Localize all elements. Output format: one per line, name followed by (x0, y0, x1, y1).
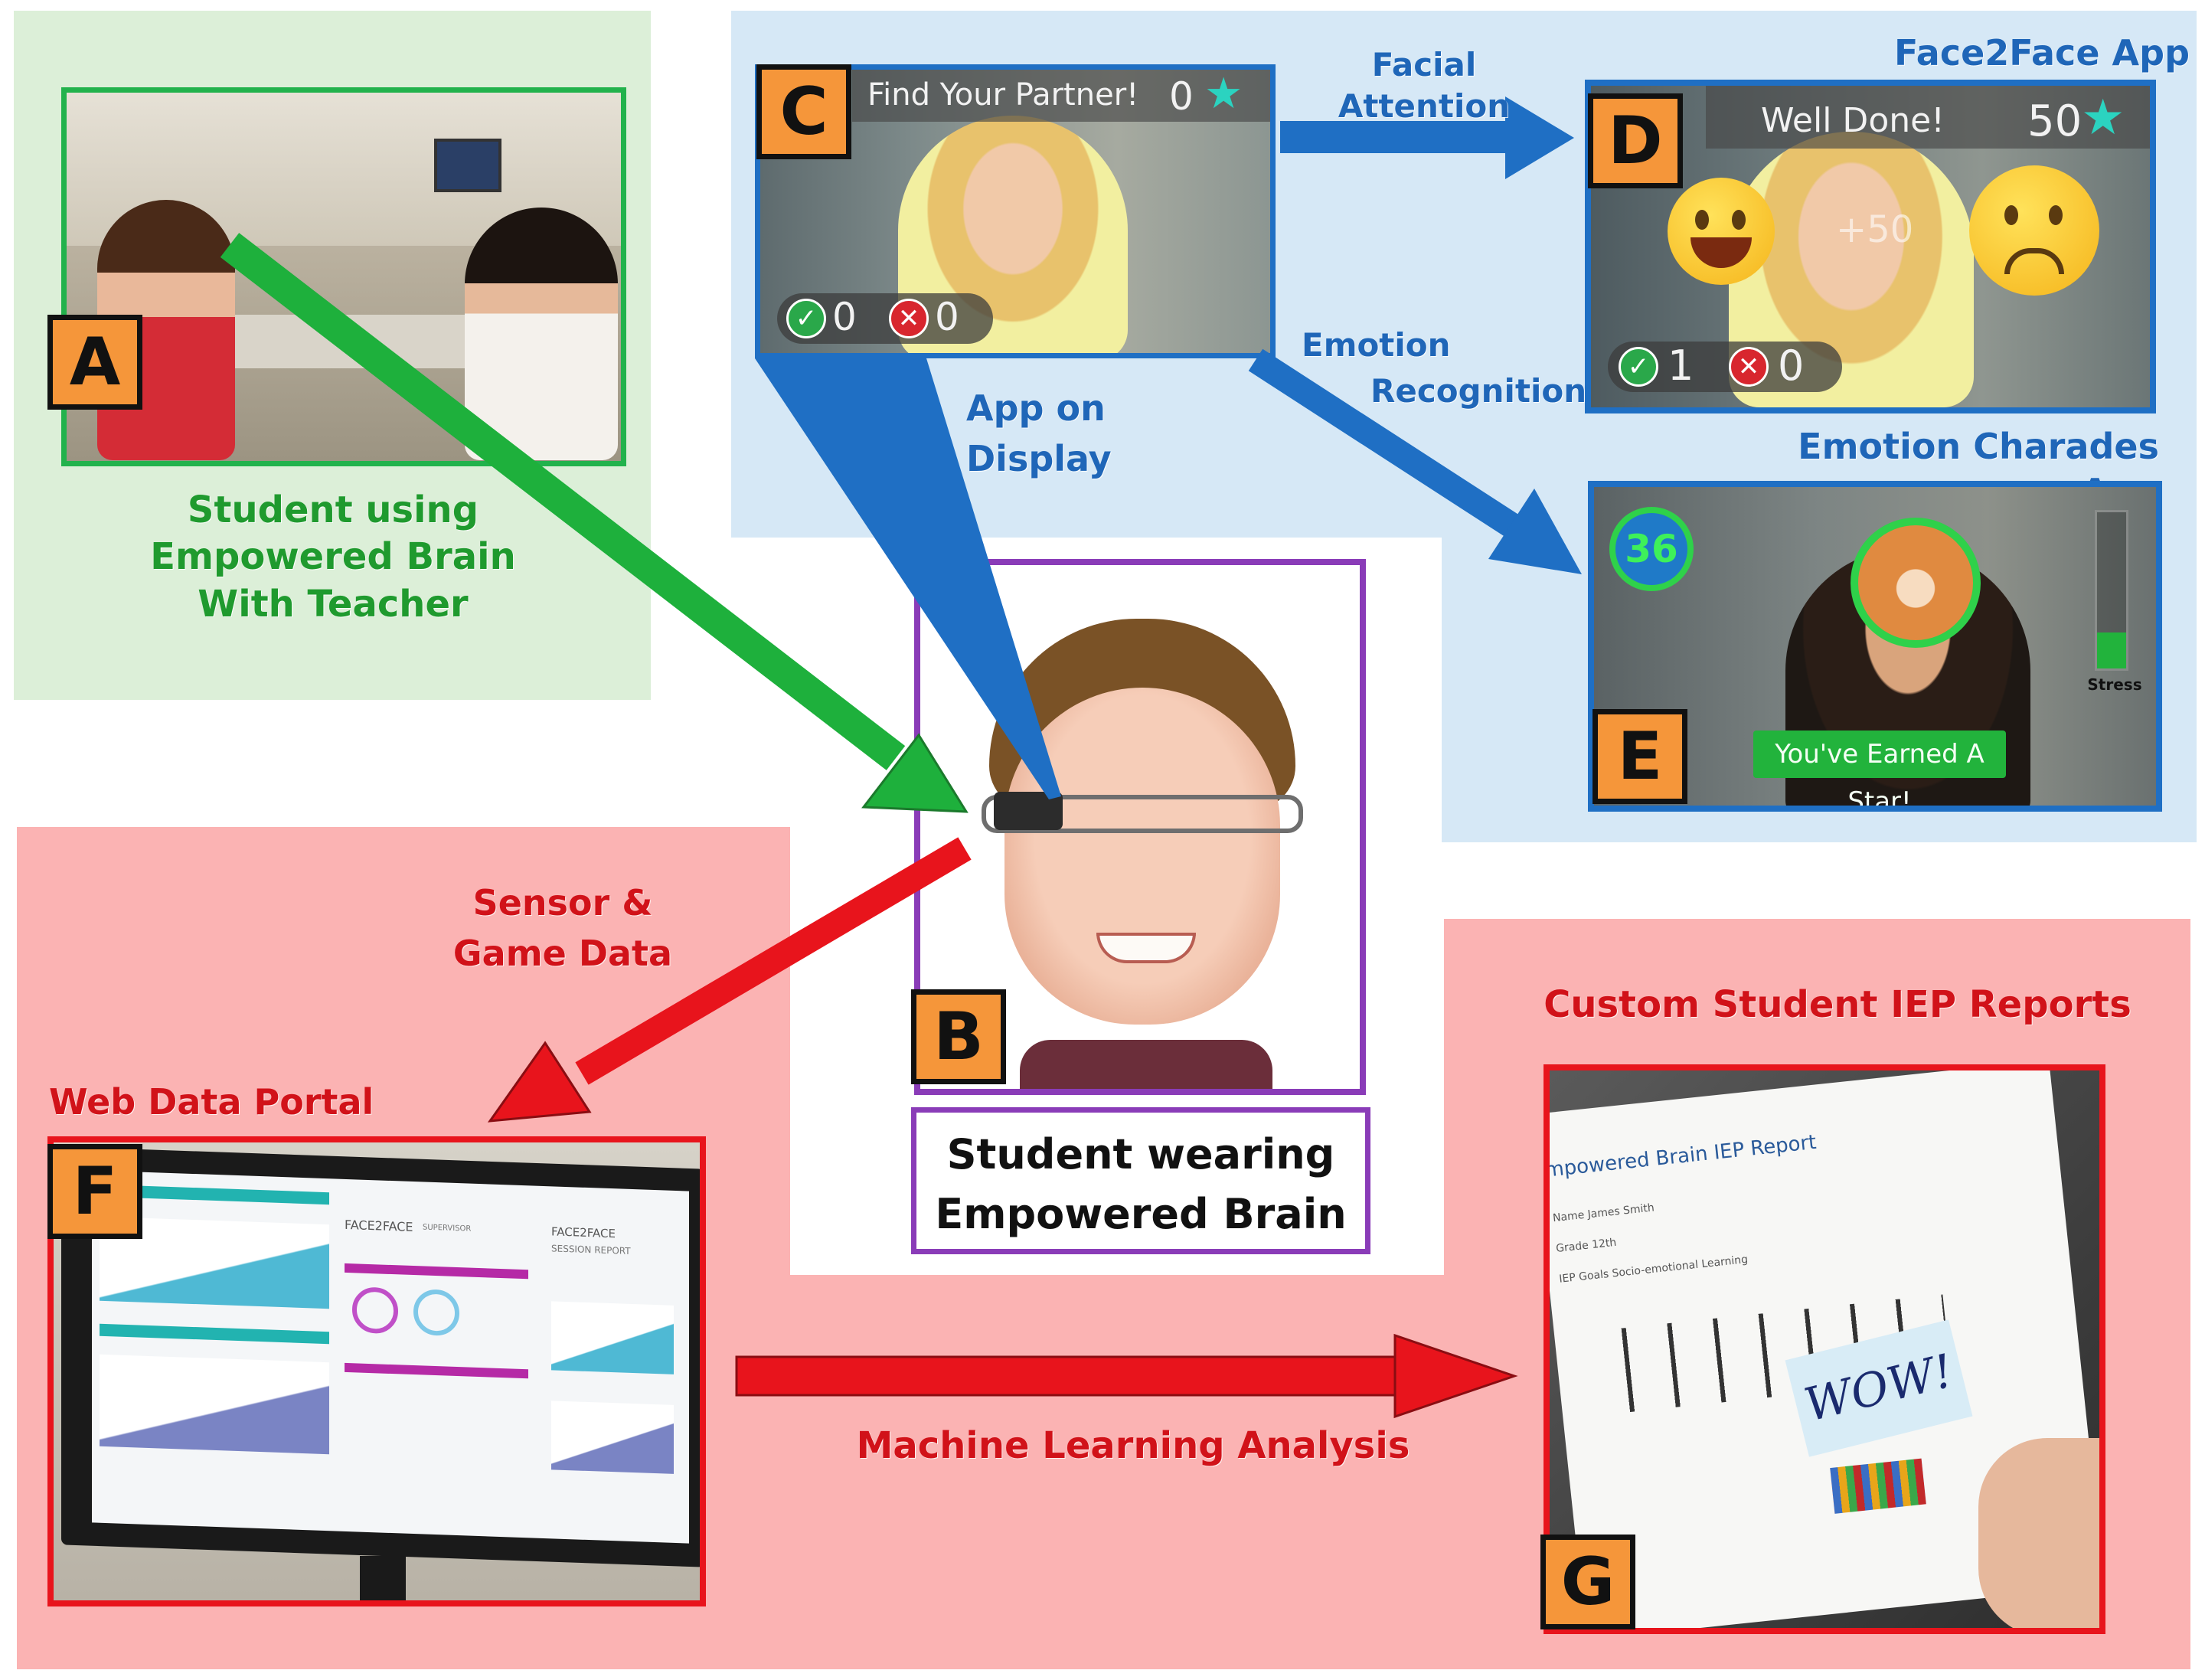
panel-d-title: Face2Face App (1894, 32, 2190, 74)
red-arrow-bf-shaft (575, 837, 972, 1085)
red-arrow-fg-head (1393, 1333, 1518, 1419)
red-arrow-bf-head (487, 1041, 592, 1123)
label-emotion-recognition-2: Recognition (1370, 372, 1587, 410)
happy-eye-right (1732, 210, 1746, 230)
check-icon: ✓ (1619, 347, 1658, 387)
panel-f-photo: FACE2FACE SUPERVISOR FACE2FACE SESSION R… (47, 1136, 706, 1606)
correct-count: 0 (832, 295, 857, 339)
holding-hand (1978, 1438, 2099, 1628)
hud-bar (1706, 86, 2150, 149)
badge-a: A (47, 315, 142, 410)
wrong-count: 0 (935, 295, 959, 339)
smart-glasses-icon (982, 795, 1303, 833)
app-display-beam (755, 358, 1061, 799)
label-sensor-data-1: Sensor & (472, 882, 653, 923)
panel-a-caption: Student using Empowered Brain With Teach… (150, 489, 516, 626)
panel-a-photo (61, 87, 626, 466)
blue-arrow-ce-shaft (1248, 348, 1524, 540)
blue-arrow-ce-head (1488, 489, 1582, 574)
cross-icon: ✕ (889, 299, 929, 338)
wrong-count: 0 (1778, 342, 1805, 390)
green-arrow-shaft (220, 233, 906, 770)
hud-bar (852, 70, 1270, 122)
label-app-on-display-1: App on (966, 387, 1106, 429)
hud-score: 0 (1169, 74, 1194, 119)
green-arrowhead (861, 733, 969, 813)
star-icon: ★ (2081, 90, 2125, 146)
hud-title: Find Your Partner! (867, 77, 1139, 113)
panel-d-photo: Well Done! 50 ★ +50 ✓ 1 ✕ 0 (1585, 80, 2156, 413)
cross-icon: ✕ (1729, 347, 1769, 387)
happy-eye-left (1695, 210, 1709, 230)
timer-ring: 36 (1609, 507, 1694, 591)
student-face (1004, 688, 1280, 1025)
timer-value: 36 (1625, 527, 1678, 571)
star-earned-banner: You've Earned A Star! (1753, 731, 2006, 806)
label-emotion-recognition-1: Emotion (1302, 326, 1451, 364)
badge-d: D (1588, 93, 1683, 188)
sad-eye-left (2004, 205, 2018, 225)
panel-b-caption-line2: Empowered Brain (935, 1190, 1347, 1238)
correct-count: 1 (1668, 342, 1694, 390)
panel-f-title: Web Data Portal (49, 1081, 374, 1123)
label-facial-attention: Facial Attention (1338, 46, 1511, 125)
label-app-on-display-2: Display (966, 438, 1112, 479)
stress-label: Stress (2087, 675, 2142, 694)
panel-b-caption-box: Student wearing Empowered Brain (911, 1107, 1370, 1254)
label-sensor-data-2: Game Data (452, 933, 673, 974)
badge-e: E (1592, 709, 1687, 804)
blue-arrow-cd-head (1505, 96, 1574, 179)
star-icon: ★ (1204, 69, 1243, 119)
sad-emoji-icon (1969, 165, 2099, 296)
hud-score: 50 (2027, 96, 2082, 146)
panel-g-photo: mpowered Brain IEP Report Name James Smi… (1544, 1064, 2105, 1634)
monitor-stand (360, 1556, 406, 1600)
panel-e-photo: 36 Stress You've Earned A Star! (1588, 481, 2162, 812)
computer-monitor (434, 139, 501, 192)
student-shirt (1020, 1040, 1272, 1089)
label-machine-learning: Machine Learning Analysis (856, 1424, 1410, 1467)
reindeer-icon (1851, 518, 1981, 648)
happy-emoji-icon (1668, 178, 1775, 285)
hud-title: Well Done! (1761, 101, 1945, 140)
check-icon: ✓ (786, 299, 826, 338)
stress-meter-fill (2097, 632, 2126, 668)
blue-arrow-cd-shaft (1280, 121, 1510, 153)
badge-f: F (47, 1144, 142, 1239)
badge-c: C (756, 64, 851, 159)
teacher-figure (465, 208, 618, 460)
floating-points: +50 (1836, 208, 1914, 251)
sad-eye-right (2049, 205, 2063, 225)
panel-b-caption-line1: Student wearing (946, 1130, 1335, 1178)
red-arrow-fg-shaft (735, 1355, 1401, 1397)
badge-g: G (1540, 1535, 1635, 1629)
panel-g-title: Custom Student IEP Reports (1544, 983, 2132, 1026)
badge-b: B (911, 989, 1006, 1084)
